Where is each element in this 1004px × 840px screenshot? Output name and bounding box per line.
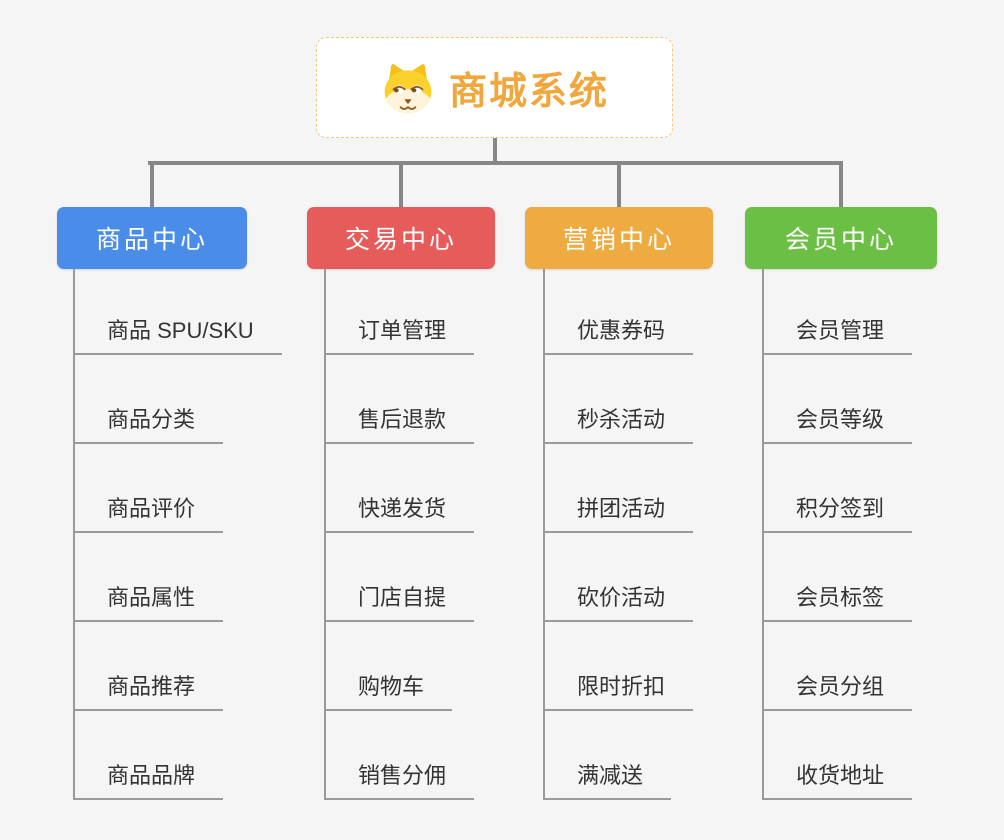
- leaf-node[interactable]: 限时折扣: [543, 661, 694, 711]
- leaf-node[interactable]: 会员标签: [762, 572, 913, 622]
- leaf-node[interactable]: 优惠券码: [543, 305, 694, 355]
- leaf-node[interactable]: 订单管理: [324, 305, 475, 355]
- leaf-node[interactable]: 商品分类: [73, 394, 224, 444]
- leaf-node[interactable]: 会员管理: [762, 305, 913, 355]
- leaf-node[interactable]: 售后退款: [324, 394, 475, 444]
- dog-face-icon: [384, 63, 432, 113]
- leaf-node[interactable]: 砍价活动: [543, 572, 694, 622]
- leaf-node[interactable]: 积分签到: [762, 483, 913, 533]
- connector-root-stub: [493, 137, 497, 163]
- branch-node-marketing-center[interactable]: 营销中心: [525, 207, 713, 269]
- branch-spine-line: [543, 269, 545, 800]
- connector-drop-trade-center: [399, 161, 403, 207]
- leaf-node[interactable]: 收货地址: [762, 750, 913, 800]
- leaf-node[interactable]: 快递发货: [324, 483, 475, 533]
- leaf-node[interactable]: 会员分组: [762, 661, 913, 711]
- leaf-node[interactable]: 门店自提: [324, 572, 475, 622]
- branch-spine-line: [324, 269, 326, 800]
- leaf-node[interactable]: 秒杀活动: [543, 394, 694, 444]
- branch-node-trade-center[interactable]: 交易中心: [307, 207, 495, 269]
- branch-node-member-center[interactable]: 会员中心: [745, 207, 937, 269]
- connector-drop-marketing-center: [617, 161, 621, 207]
- connector-drop-member-center: [839, 161, 843, 207]
- leaf-node[interactable]: 商品品牌: [73, 750, 224, 800]
- leaf-node[interactable]: 商品评价: [73, 483, 224, 533]
- leaf-node[interactable]: 满减送: [543, 750, 672, 800]
- leaf-node[interactable]: 销售分佣: [324, 750, 475, 800]
- branch-spine-line: [73, 269, 75, 800]
- leaf-node[interactable]: 商品属性: [73, 572, 224, 622]
- branch-spine-line: [762, 269, 764, 800]
- leaf-node[interactable]: 商品推荐: [73, 661, 224, 711]
- branch-node-product-center[interactable]: 商品中心: [57, 207, 247, 269]
- connector-drop-product-center: [150, 161, 154, 207]
- connector-horizontal-bar: [148, 161, 843, 165]
- root-title: 商城系统: [448, 71, 609, 113]
- leaf-node[interactable]: 拼团活动: [543, 483, 694, 533]
- leaf-node[interactable]: 商品 SPU/SKU: [73, 305, 282, 355]
- leaf-node[interactable]: 购物车: [324, 661, 453, 711]
- leaf-node[interactable]: 会员等级: [762, 394, 913, 444]
- root-node[interactable]: 商城系统: [316, 37, 673, 138]
